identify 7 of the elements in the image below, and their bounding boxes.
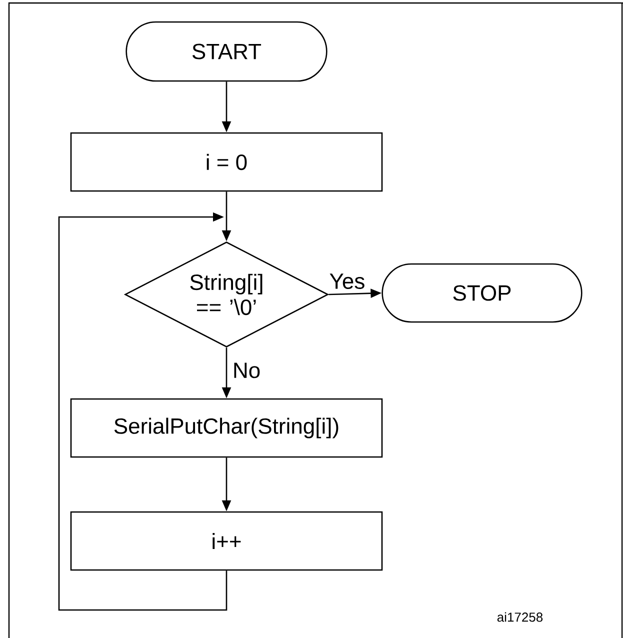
process-box: i++ bbox=[70, 511, 383, 571]
arrow bbox=[58, 212, 228, 611]
process-box: SerialPutChar(String[i]) bbox=[70, 398, 383, 458]
edge-label: No bbox=[234, 362, 260, 378]
edge-label: Yes bbox=[330, 274, 364, 289]
process-box: i = 0 bbox=[70, 132, 383, 192]
figure-code: ai17258 bbox=[497, 612, 543, 622]
